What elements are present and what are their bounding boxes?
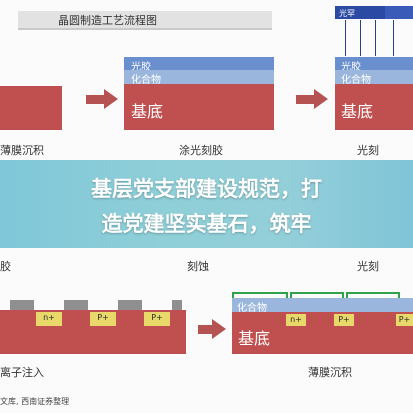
p-plus-label: P+ xyxy=(338,315,350,324)
p-plus-region: P+ xyxy=(90,312,116,326)
n-plus-region: n+ xyxy=(36,312,62,326)
step-label-film-deposition: 薄膜沉积 xyxy=(0,144,44,157)
gate-block xyxy=(64,300,88,310)
headline-banner: 基层党支部建设规范，打 造党建坚实基石，筑牢 xyxy=(0,160,413,248)
diagram-title-bar xyxy=(18,11,272,30)
n-plus-label: n+ xyxy=(290,315,302,324)
process-arrow-1 xyxy=(86,95,104,104)
photoresist-layer-stage-3 xyxy=(335,57,413,70)
p-plus-label: P+ xyxy=(151,313,163,322)
photoresist-layer-stage-2 xyxy=(124,57,274,70)
step-label-glue: 胶 xyxy=(0,260,11,273)
process-arrow-2-head xyxy=(314,89,328,109)
p-plus-region: P+ xyxy=(144,312,170,326)
headline-line-2: 造党建坚实基石，筑牢 xyxy=(101,212,312,236)
step-label-etching: 刻蚀 xyxy=(187,260,209,273)
step-label-ion-implant: 离子注入 xyxy=(0,366,44,379)
substrate-stage-2 xyxy=(124,84,274,130)
substrate-label-stage-3: 基底 xyxy=(341,102,374,121)
process-arrow-2 xyxy=(296,95,314,104)
uv-light-ray xyxy=(393,20,394,56)
compound-label-stage-2: 化合物 xyxy=(131,75,161,86)
substrate-stage-bottom xyxy=(232,312,413,354)
photoresist-label-stage-3: 光胶 xyxy=(341,62,361,73)
photomask-bar xyxy=(335,6,385,19)
process-arrow-1-head xyxy=(104,89,118,109)
headline-line-1: 基层党支部建设规范，打 xyxy=(91,177,322,201)
photomask-label: 光罕 xyxy=(339,9,355,18)
compound-layer-stage-2 xyxy=(124,70,274,84)
metal-wire xyxy=(232,292,288,298)
gate-block xyxy=(10,300,34,310)
step-label-lithography: 光刻 xyxy=(357,144,379,157)
uv-light-ray xyxy=(360,20,361,56)
step-label-film-deposition-2: 薄膜沉积 xyxy=(308,366,352,379)
compound-label-bottom: 化合物 xyxy=(237,303,267,314)
p-plus-region: P+ xyxy=(396,314,413,326)
compound-layer-stage-3 xyxy=(335,70,413,84)
compound-label-stage-3: 化合物 xyxy=(341,75,371,86)
n-plus-label: n+ xyxy=(43,313,55,322)
compound-layer-bottom xyxy=(232,298,413,312)
n-plus-region: n+ xyxy=(286,314,306,326)
p-plus-label: P+ xyxy=(398,315,411,324)
photomask-bar-right xyxy=(385,6,413,19)
source-credit: 文库, 西南证券整理 xyxy=(0,397,70,406)
metal-wire xyxy=(346,292,400,298)
gate-block xyxy=(172,300,182,310)
p-plus-region: P+ xyxy=(334,314,354,326)
photoresist-label-stage-2: 光胶 xyxy=(131,62,151,73)
substrate-label-stage-2: 基底 xyxy=(131,102,164,121)
uv-light-ray xyxy=(345,20,346,56)
uv-light-ray xyxy=(375,20,376,56)
step-label-photoresist-right: 光刻 xyxy=(357,260,379,273)
step-label-coating: 涂光刻胶 xyxy=(179,144,223,157)
substrate-stage-3 xyxy=(335,84,413,130)
diagram-title: 晶圆制造工艺流程图 xyxy=(58,14,157,27)
process-arrow-3 xyxy=(198,325,212,334)
process-arrow-3-head xyxy=(212,319,226,339)
substrate-label-bottom: 基底 xyxy=(238,329,271,348)
metal-wire xyxy=(290,292,344,298)
substrate-stage-1 xyxy=(0,86,62,130)
p-plus-label: P+ xyxy=(97,313,109,322)
gate-block xyxy=(118,300,142,310)
